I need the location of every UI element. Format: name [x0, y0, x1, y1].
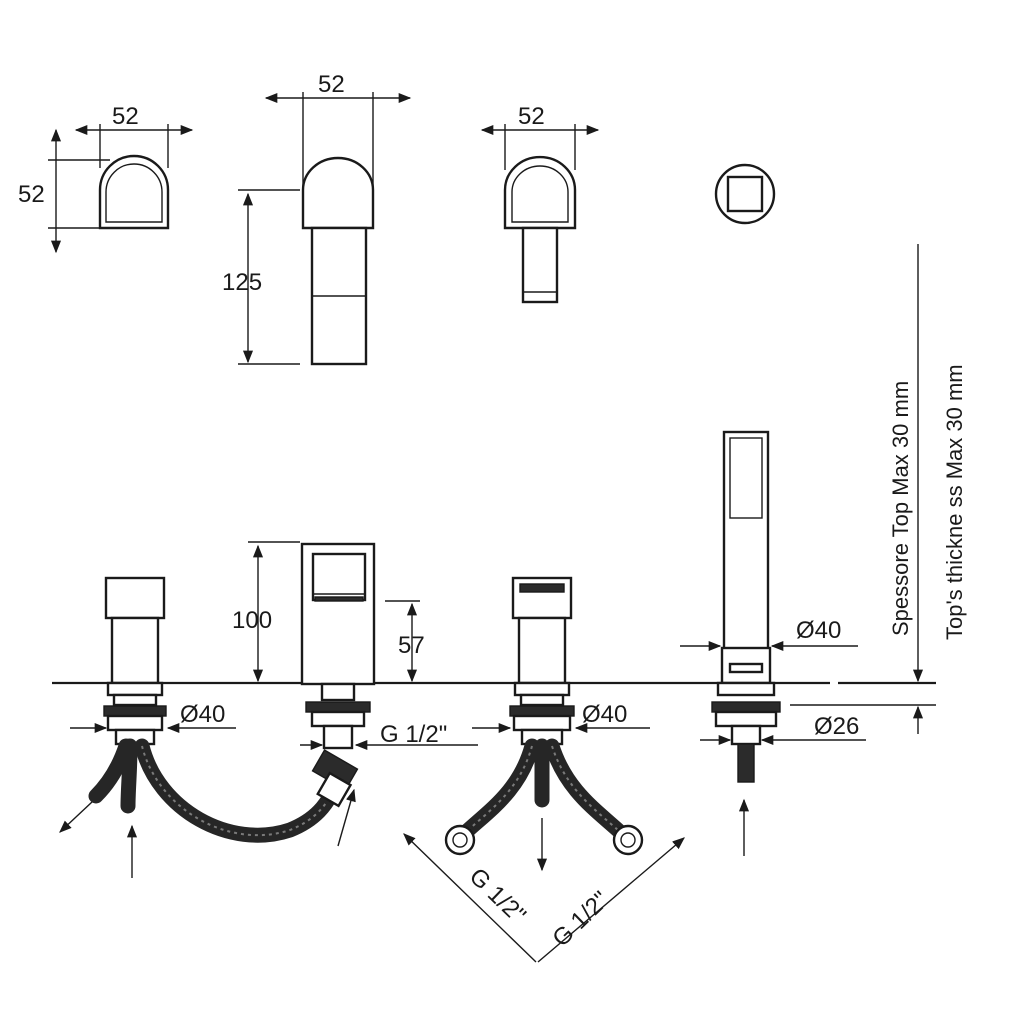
dim-top-spout-height: 125	[222, 269, 262, 296]
plan-view-shower	[714, 163, 776, 225]
plan-view-spout: 52 125	[222, 71, 412, 366]
dim-front-spout-outlet: 57	[398, 632, 425, 659]
top-thickness-dimension: Spessore Top Max 30 mm Top's thickne ss …	[888, 244, 967, 734]
dim-top-left-height: 52	[18, 181, 45, 208]
dim-thread-spout: G 1/2"	[380, 721, 447, 748]
dim-top-left-width: 52	[112, 103, 139, 130]
dim-dia-shower-shank: Ø26	[814, 713, 859, 740]
flow-arrows	[59, 788, 548, 878]
dim-top-spout-width: 52	[318, 71, 345, 98]
front-hand-shower: Ø40 Ø26	[680, 430, 866, 856]
dim-front-spout-height: 100	[232, 607, 272, 634]
front-spout: 100 57 G 1/2"	[232, 541, 478, 751]
dim-dia-shower: Ø40	[796, 617, 841, 644]
plan-view-right-handle: 52	[480, 103, 600, 304]
dim-top-right-width: 52	[518, 103, 545, 130]
dim-dia-center: Ø40	[582, 701, 627, 728]
dim-dia-left: Ø40	[180, 701, 225, 728]
front-right-handle: Ø40	[472, 576, 650, 746]
dim-thread-right: G 1/2"	[547, 886, 614, 952]
note-top-thickness-it: Spessore Top Max 30 mm	[888, 381, 913, 636]
front-left-handle: Ø40	[70, 576, 236, 746]
bottom-thread-dimensions: G 1/2" G 1/2"	[403, 833, 685, 963]
dim-thread-left: G 1/2"	[464, 863, 531, 929]
plan-view-left-handle: 52 52	[18, 103, 194, 254]
note-top-thickness-en: Top's thickne ss Max 30 mm	[942, 364, 967, 640]
hoses	[88, 738, 644, 856]
